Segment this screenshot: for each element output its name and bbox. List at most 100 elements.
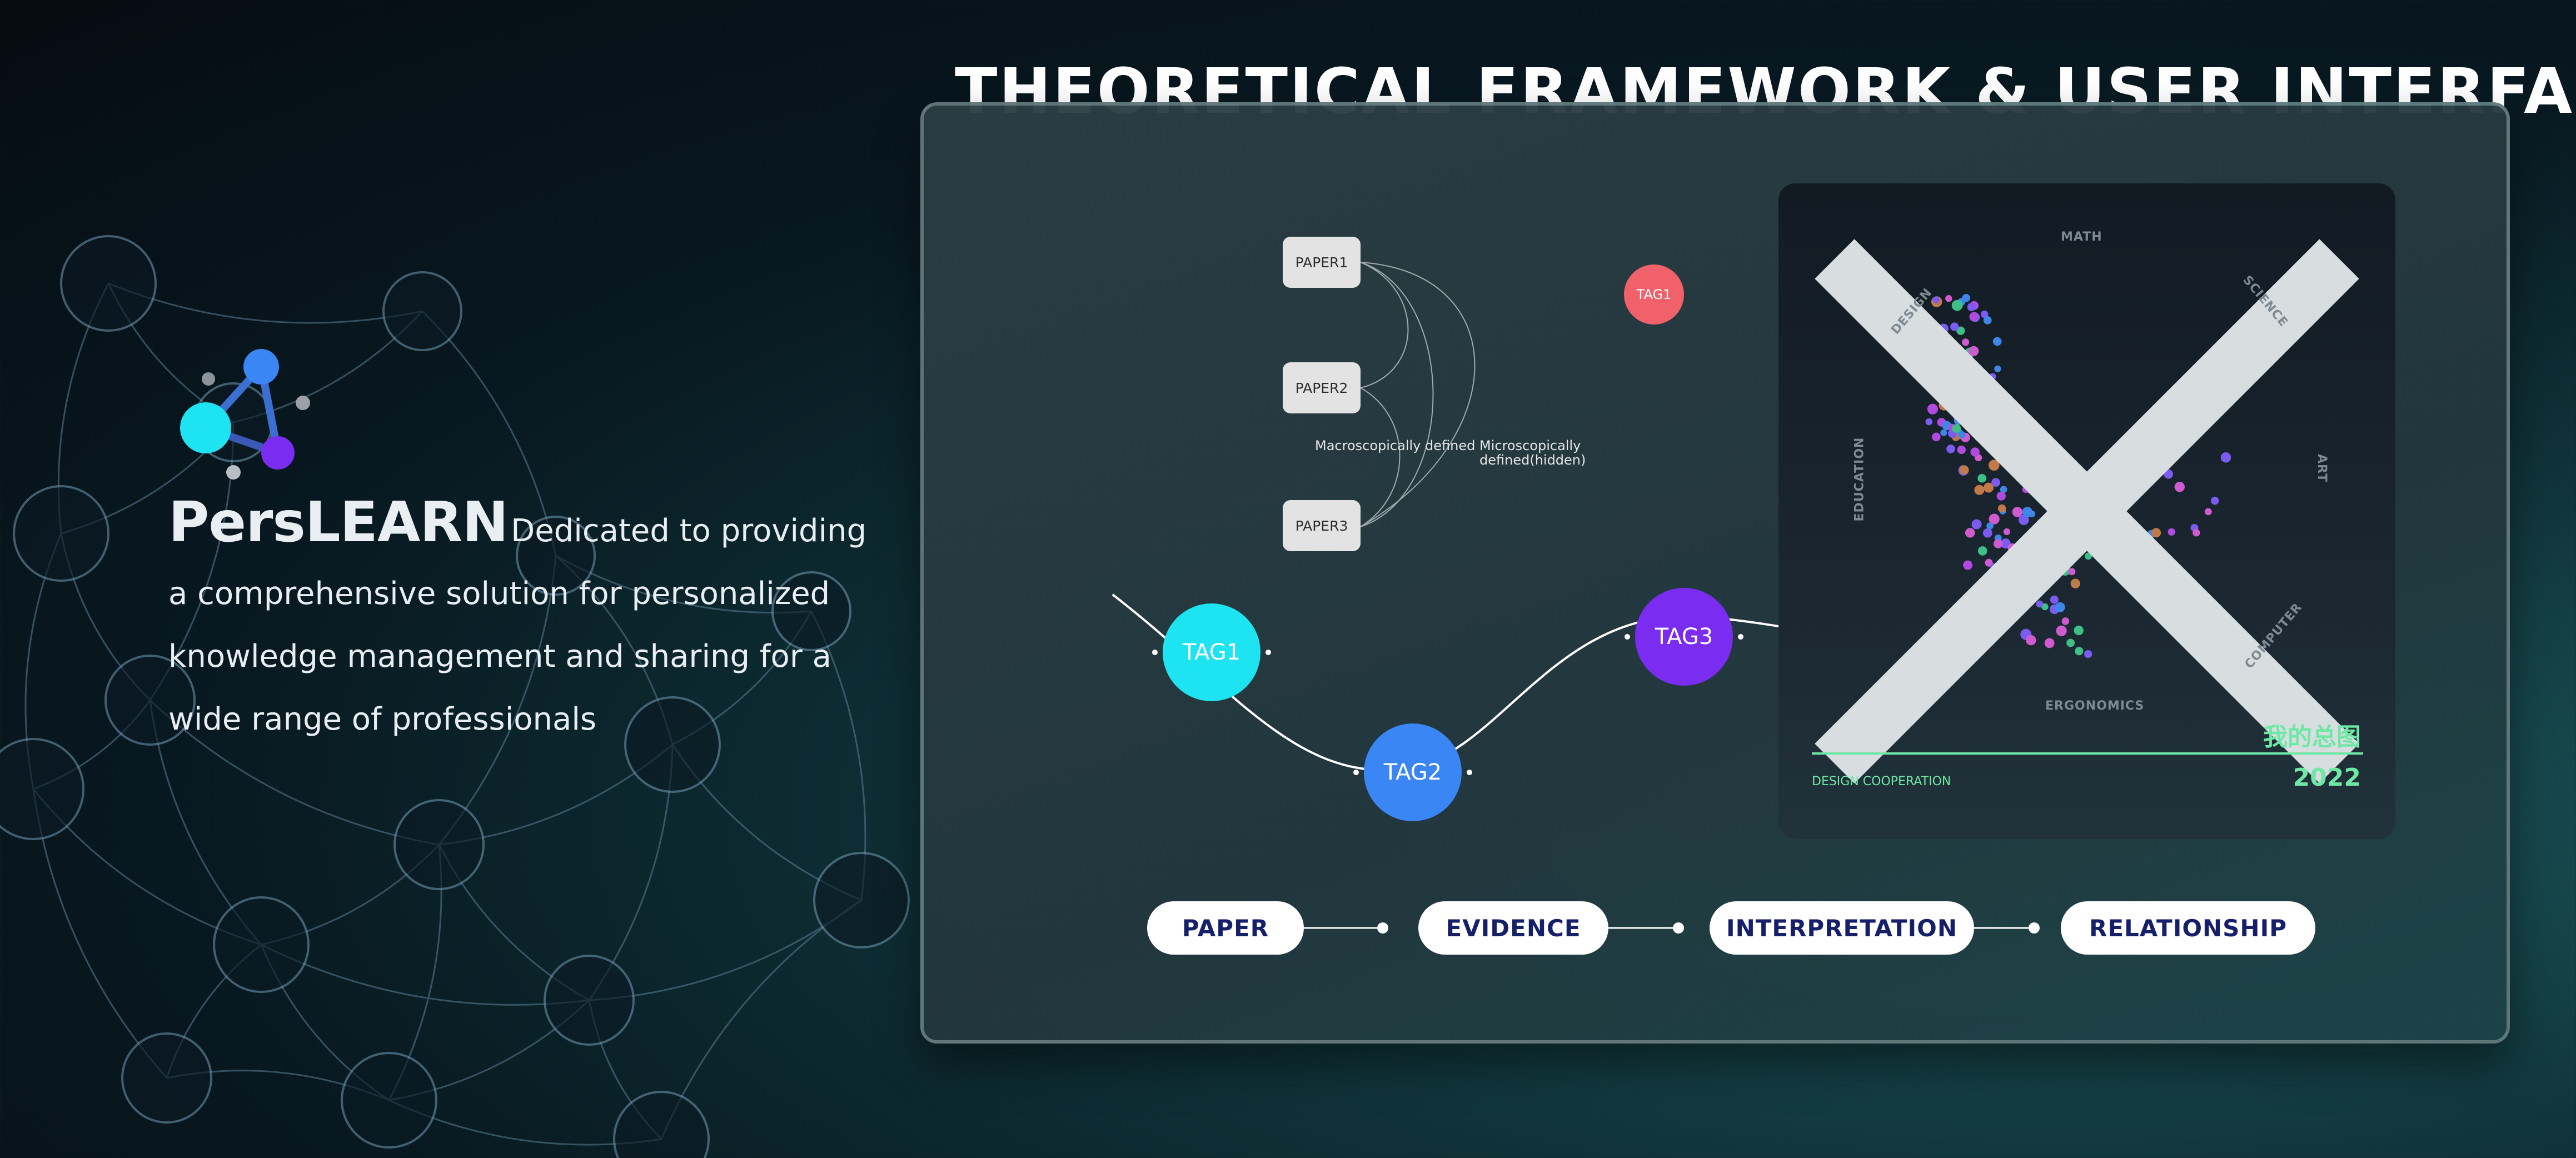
paper-node-1[interactable]: PAPER1 xyxy=(1283,237,1361,288)
map-dot xyxy=(1963,560,1973,570)
pipeline-step-interpretation[interactable]: INTERPRETATION xyxy=(1710,901,1974,955)
network-node xyxy=(544,955,635,1046)
network-node xyxy=(393,799,485,890)
map-dot xyxy=(2164,469,2173,479)
pipeline-step-evidence[interactable]: EVIDENCE xyxy=(1418,901,1608,955)
map-dot xyxy=(2070,578,2080,588)
category-math: MATH xyxy=(2061,230,2102,244)
network-node xyxy=(213,896,310,993)
map-dot xyxy=(1962,338,1970,346)
map-dot xyxy=(2056,625,2067,636)
map-dot xyxy=(2193,529,2200,537)
network-node xyxy=(516,516,596,596)
map-dot xyxy=(2068,568,2076,576)
intro-paragraph: PersLEARN Dedicated to providing a compr… xyxy=(168,495,880,755)
pipeline-step-paper[interactable]: PAPER xyxy=(1147,901,1304,955)
network-node xyxy=(341,1052,437,1149)
paper-node-2[interactable]: PAPER2 xyxy=(1283,362,1361,413)
map-dot xyxy=(1927,403,1939,415)
map-dot xyxy=(1996,491,2006,501)
map-dot xyxy=(2041,603,2049,611)
map-dot xyxy=(1959,465,1969,475)
map-dot xyxy=(1946,445,1955,453)
map-dot xyxy=(1958,431,1966,438)
map-dot xyxy=(2066,638,2075,647)
map-dot xyxy=(1932,432,1941,442)
network-node xyxy=(13,485,109,582)
map-dot xyxy=(2055,602,2065,612)
network-node xyxy=(104,655,196,746)
map-dot xyxy=(2061,617,2070,625)
map-dot xyxy=(1967,302,1976,312)
micro-note-line1: Microscopically xyxy=(1479,438,1581,453)
network-node xyxy=(382,271,462,351)
map-dot xyxy=(2074,625,2084,636)
map-dot xyxy=(1950,322,1959,331)
category-art: ART xyxy=(2315,454,2329,482)
map-dot xyxy=(1951,300,1963,311)
map-dot xyxy=(1932,296,1940,303)
map-dot xyxy=(1940,429,1947,436)
map-year: 2022 xyxy=(2293,763,2361,792)
map-divider xyxy=(1812,752,2363,755)
map-dot xyxy=(2000,538,2011,549)
map-dot xyxy=(1989,460,2000,471)
map-dot xyxy=(1925,418,1933,426)
framework-panel: PAPER1 PAPER2 PAPER3 TAG1 Macroscopicall… xyxy=(920,102,2510,1044)
map-dot xyxy=(2085,552,2092,560)
map-dot xyxy=(1977,546,1987,556)
map-dot xyxy=(1971,519,1982,530)
map-dot xyxy=(1956,326,1965,335)
network-node xyxy=(0,738,84,840)
map-dot xyxy=(1989,513,2000,525)
tag-node-small[interactable]: TAG1 xyxy=(1624,264,1684,325)
map-dot xyxy=(2019,515,2029,525)
map-dot xyxy=(2084,650,2092,658)
macro-note: Macroscopically defined xyxy=(1315,438,1476,453)
map-dot xyxy=(2000,486,2007,493)
map-dot xyxy=(1957,445,1966,455)
network-node xyxy=(121,1032,212,1124)
network-link xyxy=(261,944,590,1006)
map-dot xyxy=(1994,365,2001,372)
map-dot xyxy=(1974,485,1985,495)
map-dot xyxy=(1969,312,1979,322)
category-education: EDUCATION xyxy=(1852,437,1867,522)
map-dot xyxy=(1981,310,1989,318)
map-dot xyxy=(1982,528,1992,538)
map-footer: DESIGN COOPERATION xyxy=(1812,775,1951,788)
perslearn-logo-icon xyxy=(180,349,310,480)
map-dot xyxy=(2151,528,2161,538)
map-dot xyxy=(1997,504,2006,513)
map-dot xyxy=(1994,539,2003,548)
map-dot xyxy=(2204,508,2212,516)
tag-node-1[interactable]: TAG1 xyxy=(1163,603,1260,701)
map-dot xyxy=(1991,478,2000,487)
tag-node-3[interactable]: TAG3 xyxy=(1635,588,1733,686)
map-dot xyxy=(1945,295,1952,302)
map-dot xyxy=(2044,638,2055,648)
map-dot xyxy=(2050,595,2059,604)
map-dot xyxy=(1985,558,1993,567)
map-dot xyxy=(1952,424,1961,433)
pipeline-step-relationship[interactable]: RELATIONSHIP xyxy=(2061,901,2315,955)
close-icon[interactable] xyxy=(1778,183,2395,839)
map-dot xyxy=(1970,447,1980,457)
map-dot xyxy=(2211,496,2219,505)
map-dot xyxy=(2075,647,2084,656)
map-dot xyxy=(1965,528,1975,538)
map-dot xyxy=(1983,316,1992,325)
map-dot xyxy=(1984,482,1994,493)
map-dot xyxy=(2012,507,2022,517)
network-node xyxy=(624,696,721,793)
map-dot xyxy=(2022,507,2032,517)
map-dot xyxy=(1969,346,1979,356)
category-ergonomics: ERGONOMICS xyxy=(2045,699,2145,713)
network-node xyxy=(60,235,157,332)
map-dot xyxy=(2168,528,2175,536)
paper-node-3[interactable]: PAPER3 xyxy=(1283,500,1361,551)
map-title: 我的总图 xyxy=(2263,723,2361,751)
tag-node-2[interactable]: TAG2 xyxy=(1364,723,1462,821)
brand-name: PersLEARN xyxy=(168,490,509,555)
network-node xyxy=(613,1091,710,1158)
